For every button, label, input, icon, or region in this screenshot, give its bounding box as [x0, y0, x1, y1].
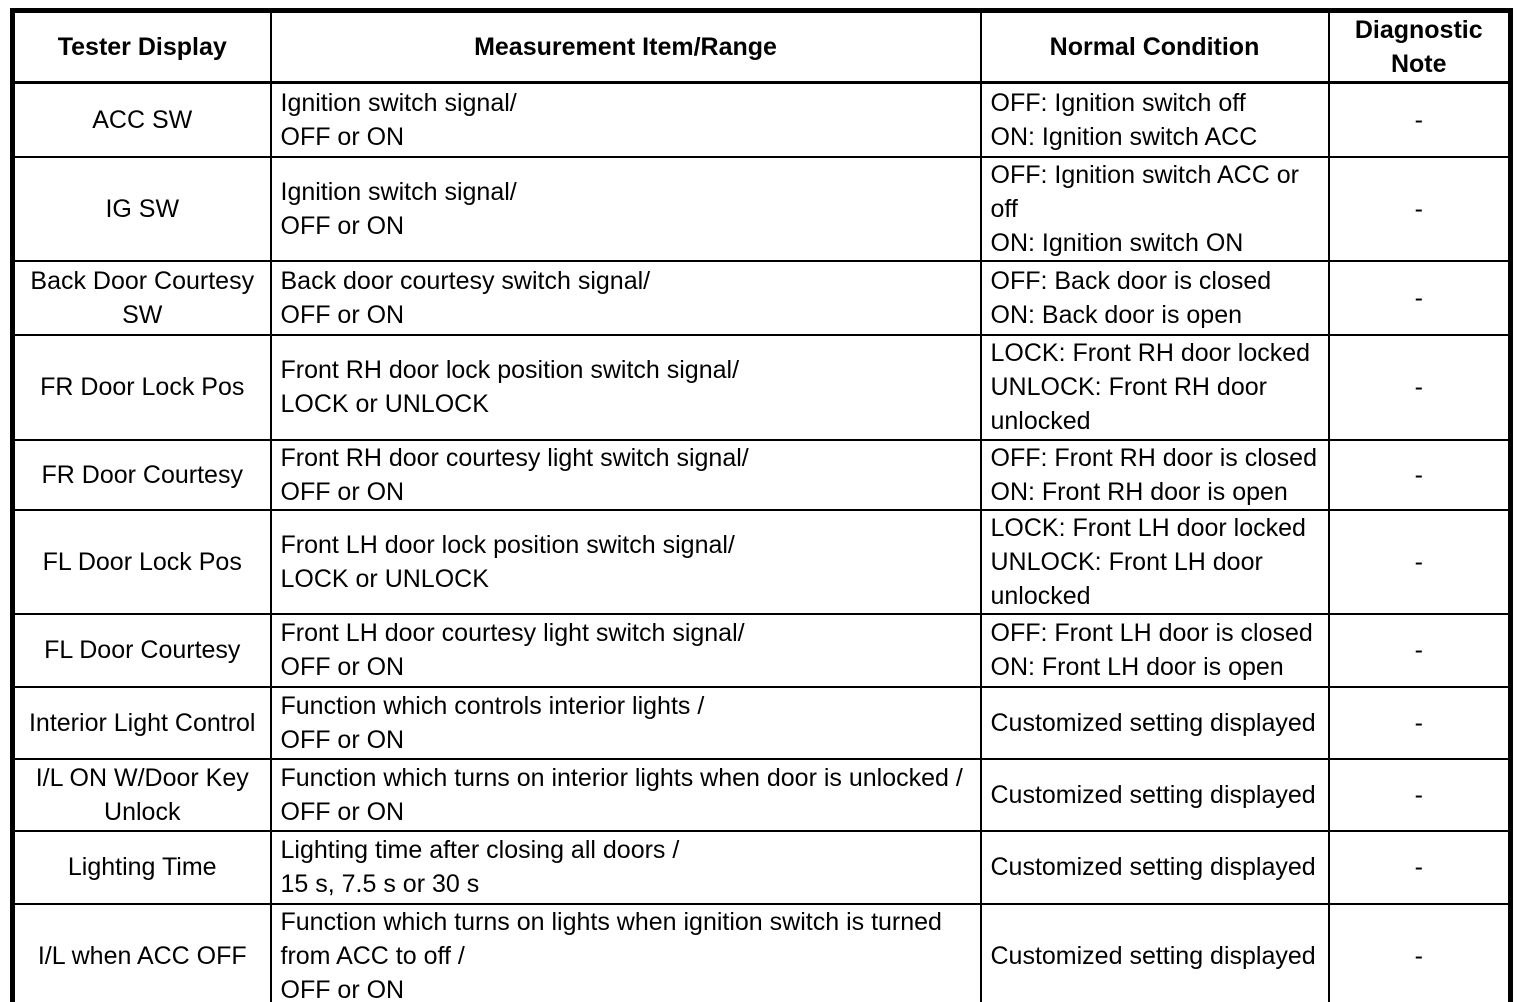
normal-condition-cell: Customized setting displayed: [979, 757, 1330, 832]
header-row: Tester Display Measurement Item/Range No…: [11, 9, 1512, 84]
normal-condition-cell: OFF: Front LH door is closed ON: Front L…: [979, 612, 1330, 688]
tester-display-cell: FL Door Courtesy: [11, 612, 272, 688]
measurement-cell: Front LH door lock position switch signa…: [269, 508, 982, 615]
measurement-cell: Lighting time after closing all doors / …: [269, 829, 982, 905]
table-row-ig-sw: IG SW Ignition switch signal/ OFF or ON …: [11, 155, 1512, 262]
table-row-fl-door-courtesy: FL Door Courtesy Front LH door courtesy …: [11, 612, 1512, 688]
tester-display-cell: FL Door Lock Pos: [11, 508, 272, 615]
table-row-back-door-courtesy-sw: Back Door Courtesy SW Back door courtesy…: [11, 259, 1512, 336]
measurement-cell: Back door courtesy switch signal/ OFF or…: [269, 259, 982, 336]
tester-display-cell: FR Door Lock Pos: [11, 333, 272, 441]
measurement-cell: Ignition switch signal/ OFF or ON: [269, 155, 982, 262]
normal-condition-cell: Customized setting displayed: [979, 902, 1330, 1002]
measurement-cell: Front RH door courtesy light switch sign…: [269, 438, 982, 511]
diagnostic-note-cell: -: [1327, 612, 1512, 688]
diagnostic-note-cell: -: [1327, 438, 1512, 511]
measurement-cell: Front RH door lock position switch signa…: [269, 333, 982, 441]
header-normal-condition: Normal Condition: [979, 9, 1330, 84]
normal-condition-cell: OFF: Ignition switch off ON: Ignition sw…: [979, 81, 1330, 158]
diagnostic-note-cell: -: [1327, 757, 1512, 832]
normal-condition-cell: OFF: Back door is closed ON: Back door i…: [979, 259, 1330, 336]
tester-display-cell: I/L when ACC OFF: [11, 902, 272, 1002]
diagnostic-note-cell: -: [1327, 259, 1512, 336]
tester-display-cell: Interior Light Control: [11, 685, 272, 760]
header-tester-display: Tester Display: [11, 9, 272, 84]
diagnostic-note-cell: -: [1327, 333, 1512, 441]
table-row-fl-door-lock-pos: FL Door Lock Pos Front LH door lock posi…: [11, 508, 1512, 615]
header-diagnostic-note: Diagnostic Note: [1327, 9, 1512, 84]
diagnostic-note-cell: -: [1327, 829, 1512, 905]
measurement-cell: Function which turns on lights when igni…: [269, 902, 982, 1002]
tester-display-cell: IG SW: [11, 155, 272, 262]
tester-diagnostic-table: Tester Display Measurement Item/Range No…: [10, 8, 1513, 1002]
table-row-fr-door-lock-pos: FR Door Lock Pos Front RH door lock posi…: [11, 333, 1512, 441]
table-row-il-when-acc-off: I/L when ACC OFF Function which turns on…: [11, 902, 1512, 1002]
table-row-fr-door-courtesy: FR Door Courtesy Front RH door courtesy …: [11, 438, 1512, 511]
tester-display-cell: Lighting Time: [11, 829, 272, 905]
normal-condition-cell: OFF: Ignition switch ACC or off ON: Igni…: [979, 155, 1330, 262]
table-row-il-on-w-door-key-unlock: I/L ON W/Door Key Unlock Function which …: [11, 757, 1512, 832]
normal-condition-cell: OFF: Front RH door is closed ON: Front R…: [979, 438, 1330, 511]
diagnostic-note-cell: -: [1327, 685, 1512, 760]
measurement-cell: Function which turns on interior lights …: [269, 757, 982, 832]
tester-display-cell: FR Door Courtesy: [11, 438, 272, 511]
diagnostic-note-cell: -: [1327, 81, 1512, 158]
diagnostic-note-cell: -: [1327, 508, 1512, 615]
tester-display-cell: Back Door Courtesy SW: [11, 259, 272, 336]
tester-display-cell: I/L ON W/Door Key Unlock: [11, 757, 272, 832]
normal-condition-cell: LOCK: Front RH door locked UNLOCK: Front…: [979, 333, 1330, 441]
table-row-lighting-time: Lighting Time Lighting time after closin…: [11, 829, 1512, 905]
normal-condition-cell: Customized setting displayed: [979, 685, 1330, 760]
table-row-acc-sw: ACC SW Ignition switch signal/ OFF or ON…: [11, 81, 1512, 158]
table-row-interior-light-control: Interior Light Control Function which co…: [11, 685, 1512, 760]
normal-condition-cell: Customized setting displayed: [979, 829, 1330, 905]
measurement-cell: Function which controls interior lights …: [269, 685, 982, 760]
diagnostic-note-cell: -: [1327, 902, 1512, 1002]
normal-condition-cell: LOCK: Front LH door locked UNLOCK: Front…: [979, 508, 1330, 615]
measurement-cell: Front LH door courtesy light switch sign…: [269, 612, 982, 688]
diagnostic-note-cell: -: [1327, 155, 1512, 262]
measurement-cell: Ignition switch signal/ OFF or ON: [269, 81, 982, 158]
tester-display-cell: ACC SW: [11, 81, 272, 158]
header-measurement-item-range: Measurement Item/Range: [269, 9, 982, 84]
